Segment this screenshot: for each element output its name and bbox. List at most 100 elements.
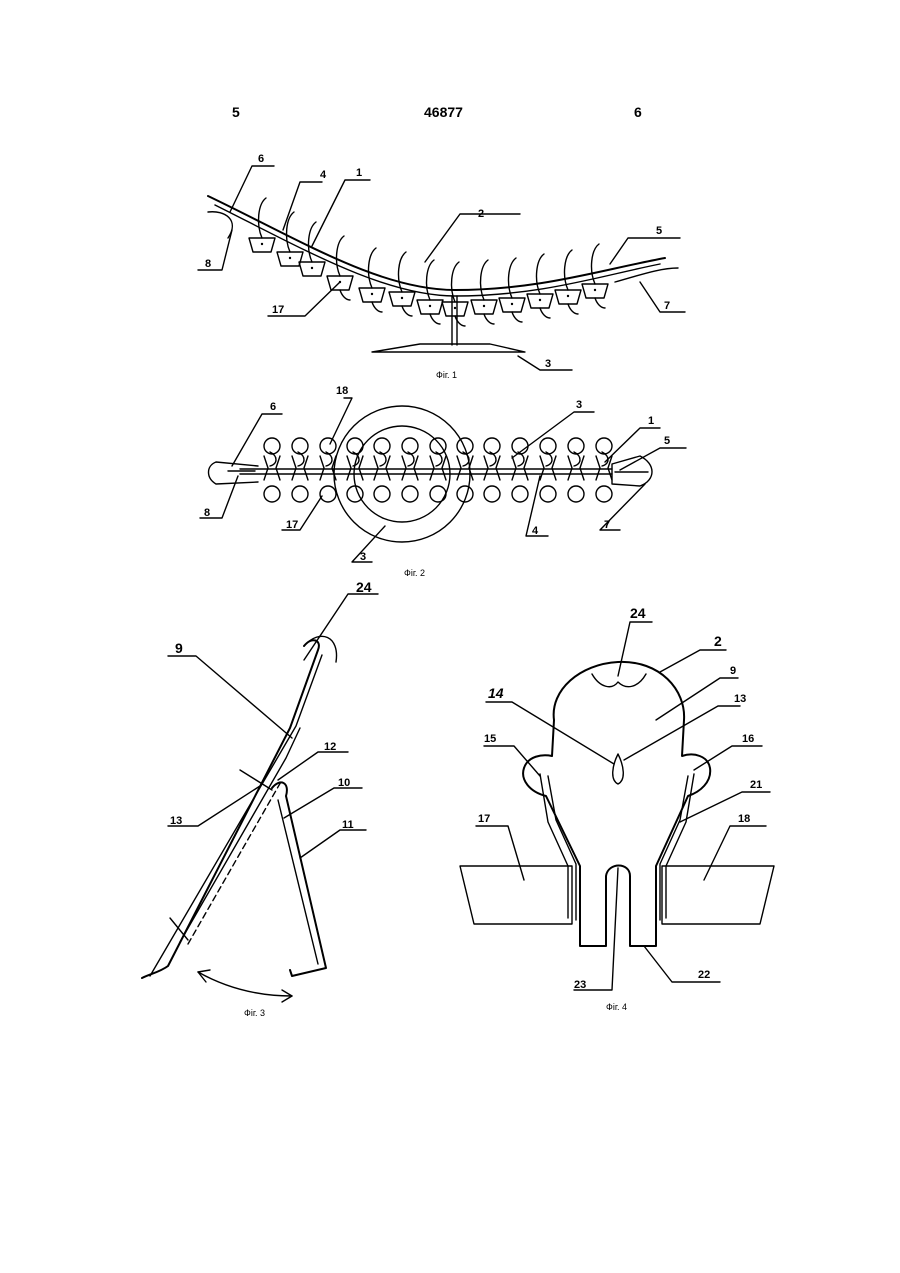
fig2-clip	[512, 456, 528, 480]
fig4-label-13: 13	[734, 693, 746, 705]
fig2-label-18: 18	[336, 385, 348, 397]
fig2-label-4: 4	[532, 525, 539, 537]
fig2-pad-top	[347, 438, 363, 454]
fig1-tail	[402, 306, 412, 316]
fig1-base	[372, 344, 525, 352]
fig1-tail	[430, 314, 440, 324]
fig2-label-3-top: 3	[576, 399, 582, 411]
fig2-pad-top	[596, 438, 612, 454]
fig2-pad-top	[484, 438, 500, 454]
fig1-caption: Фіг. 1	[436, 370, 457, 380]
fig2-caption: Фіг. 2	[404, 568, 425, 578]
fig2-clip	[484, 456, 500, 480]
fig1-cup-dot	[567, 295, 569, 297]
fig4-label-2: 2	[714, 633, 722, 649]
fig2-pad-bottom	[402, 486, 418, 502]
fig1-cup-dot	[401, 297, 403, 299]
fig1-tail	[568, 304, 578, 314]
fig2-pad-bottom	[320, 486, 336, 502]
fig1-rail-lower	[215, 205, 660, 296]
fig2-pad-bottom	[596, 486, 612, 502]
fig1-holders	[249, 198, 608, 326]
fig1-tail	[340, 290, 350, 300]
fig4-label-23: 23	[574, 979, 586, 991]
fig1-cup-dot	[483, 305, 485, 307]
fig3-label-24: 24	[356, 579, 372, 595]
fig2-pad-bottom	[292, 486, 308, 502]
fig2-pad-top	[568, 438, 584, 454]
fig1-cup-dot	[311, 267, 313, 269]
fig2-label-6: 6	[270, 401, 276, 413]
fig4-label-21: 21	[750, 779, 762, 791]
fig1-tail	[595, 298, 605, 308]
fig3-label-11: 11	[342, 819, 354, 831]
fig2-pad-bottom	[430, 486, 446, 502]
fig1-cup-dot	[454, 307, 456, 309]
fig1-tail	[540, 308, 550, 318]
fig2-label-7: 7	[604, 519, 610, 531]
fig4-label-16: 16	[742, 733, 754, 745]
fig1-tail	[484, 314, 494, 324]
fig1-cup-dot	[539, 299, 541, 301]
fig2-clip	[264, 456, 280, 480]
fig2-pad-top	[320, 438, 336, 454]
fig4-caption: Фіг. 4	[606, 1002, 627, 1012]
fig2-end-right	[612, 456, 652, 486]
fig1-hook-left	[208, 212, 232, 238]
fig4-label-17: 17	[478, 813, 490, 825]
fig1-hook	[399, 252, 406, 292]
fig1-hook	[337, 236, 344, 276]
fig2-end-left	[209, 462, 259, 484]
fig1-label-7: 7	[664, 300, 670, 312]
fig1-label-17: 17	[272, 304, 284, 316]
fig4-label-24: 24	[630, 605, 646, 621]
fig2-clip	[402, 456, 418, 480]
fig3-rotation-arrow	[198, 972, 292, 996]
fig1-tail	[372, 302, 382, 312]
fig1-hook	[309, 222, 316, 262]
fig1-label-8: 8	[205, 258, 211, 270]
fig2-pad-bottom	[484, 486, 500, 502]
fig1-cup-dot	[371, 293, 373, 295]
fig2-clip	[292, 456, 308, 480]
fig4-label-22: 22	[698, 969, 710, 981]
fig1-label-1: 1	[356, 167, 362, 179]
fig2-pad-bottom	[540, 486, 556, 502]
figure-2: 6 18 3 1 5 8 17 3 4 7 Фіг. 2	[200, 385, 686, 578]
fig2-pad-bottom	[374, 486, 390, 502]
fig2-label-1: 1	[648, 415, 654, 427]
fig2-pad-top	[457, 438, 473, 454]
fig2-pad-bottom	[512, 486, 528, 502]
fig2-pad-bottom	[568, 486, 584, 502]
fig2-clip	[430, 456, 446, 480]
fig2-label-3-bottom: 3	[360, 551, 366, 563]
fig2-pad-top	[430, 438, 446, 454]
fig1-hook	[537, 254, 544, 294]
fig2-label-5: 5	[664, 435, 670, 447]
fig4-label-14: 14	[488, 685, 504, 701]
fig1-label-2: 2	[478, 208, 484, 220]
fig1-label-6: 6	[258, 153, 264, 165]
fig1-cup-dot	[511, 303, 513, 305]
fig4-label-18: 18	[738, 813, 750, 825]
fig3-label-13: 13	[170, 815, 182, 827]
fig2-pad-top	[264, 438, 280, 454]
fig1-cup-dot	[261, 243, 263, 245]
fig4-cup-right	[662, 866, 774, 924]
fig4-label-9: 9	[730, 665, 736, 677]
fig3-long-arm	[142, 640, 319, 978]
fig3-label-9: 9	[175, 640, 183, 656]
fig2-clip	[374, 456, 390, 480]
fig2-pad-top	[540, 438, 556, 454]
fig1-label-5: 5	[656, 225, 662, 237]
figure-3: 24 9 12 10 13 11 Фіг. 3	[142, 579, 378, 1018]
fig4-slot	[613, 754, 624, 784]
fig1-tail-right	[615, 268, 678, 282]
fig3-label-10: 10	[338, 777, 350, 789]
figure-1: 6 4 1 2 5 8 17 7 3 Фіг. 1	[198, 153, 685, 380]
fig1-hook	[481, 260, 488, 300]
fig2-pad-bottom	[347, 486, 363, 502]
fig2-label-17: 17	[286, 519, 298, 531]
fig2-holders	[264, 438, 612, 502]
fig2-pad-top	[402, 438, 418, 454]
